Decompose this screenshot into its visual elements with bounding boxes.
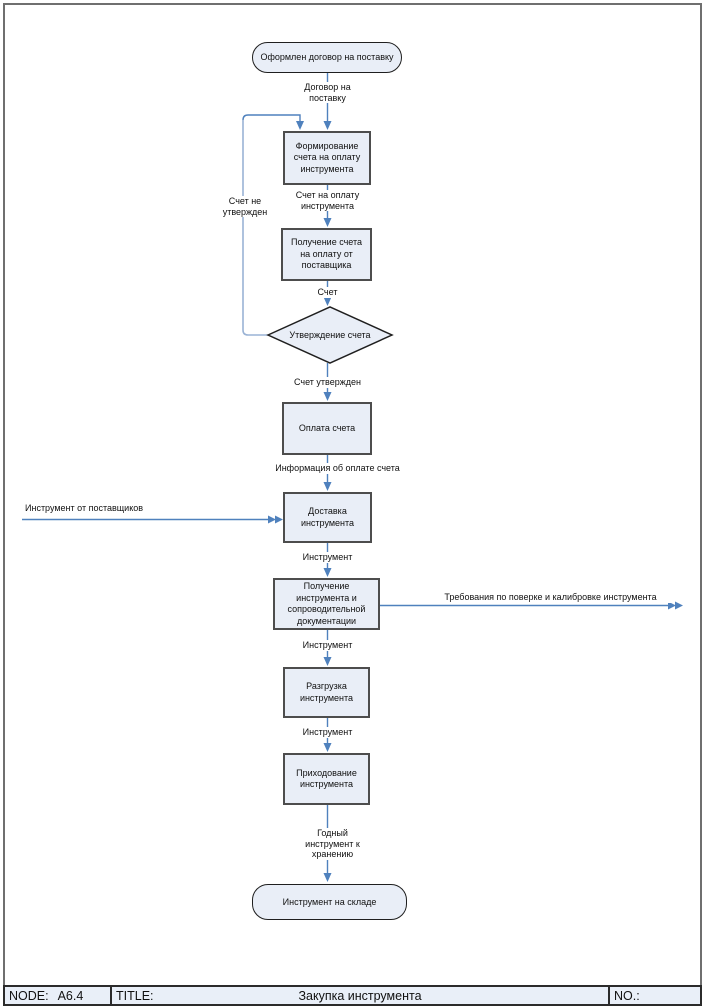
- edge-label-invoice-for-payment: Счет на оплату инструмента: [281, 190, 374, 211]
- footer-title-label: TITLE:: [116, 988, 154, 1003]
- edge-label-contract: Договор на поставку: [291, 82, 364, 103]
- edge-label-tool-after-receiving: Инструмент: [296, 640, 359, 651]
- decision-diamond-shape: [266, 306, 394, 364]
- edge-label-verification-requirements: Требования по поверке и калибровке инстр…: [428, 592, 673, 603]
- decision-approve-invoice: Утверждение счета: [289, 330, 371, 340]
- edge-label-tool-after-delivery: Инструмент: [296, 552, 359, 563]
- edge-label-good-tool: Годный инструмент к хранению: [292, 828, 373, 860]
- footer-no-label: NO.:: [614, 988, 640, 1003]
- edge-label-payment-info: Информация об оплате счета: [255, 463, 420, 474]
- edge-label-tool-after-unloading: Инструмент: [296, 727, 359, 738]
- edge-label-invoice: Счет: [306, 287, 349, 298]
- feedback-connector: [242, 114, 304, 336]
- process-receive-invoice: Получение счета на оплату от поставщика: [281, 228, 372, 281]
- footer-node-label: NODE:: [9, 988, 49, 1003]
- end-terminator: Инструмент на складе: [252, 884, 407, 920]
- footer-title-cell: TITLE: Закупка инструмента: [112, 987, 610, 1004]
- footer-node-value: A6.4: [57, 988, 84, 1003]
- edge-label-tools-from-suppliers: Инструмент от поставщиков: [24, 503, 164, 514]
- external-output-connector: [380, 601, 683, 610]
- external-input-connector: [22, 515, 283, 524]
- page-title: Закупка инструмента: [298, 988, 422, 1003]
- process-delivery: Доставка инструмента: [283, 492, 372, 543]
- footer-no-cell: NO.:: [610, 987, 700, 1004]
- footer-node-cell: NODE: A6.4: [5, 987, 112, 1004]
- process-unload: Разгрузка инструмента: [283, 667, 370, 718]
- start-terminator: Оформлен договор на поставку: [252, 42, 402, 73]
- process-pay-invoice: Оплата счета: [282, 402, 372, 455]
- process-form-invoice: Формирование счета на оплату инструмента: [283, 131, 371, 185]
- edge-label-not-approved: Счет не утвержден: [217, 196, 273, 217]
- edge-label-approved: Счет утвержден: [286, 377, 369, 388]
- process-book-in: Приходование инструмента: [283, 753, 370, 805]
- footer-bar: NODE: A6.4 TITLE: Закупка инструмента NO…: [3, 985, 702, 1006]
- process-receive-tool: Получение инструмента и сопроводительной…: [273, 578, 380, 630]
